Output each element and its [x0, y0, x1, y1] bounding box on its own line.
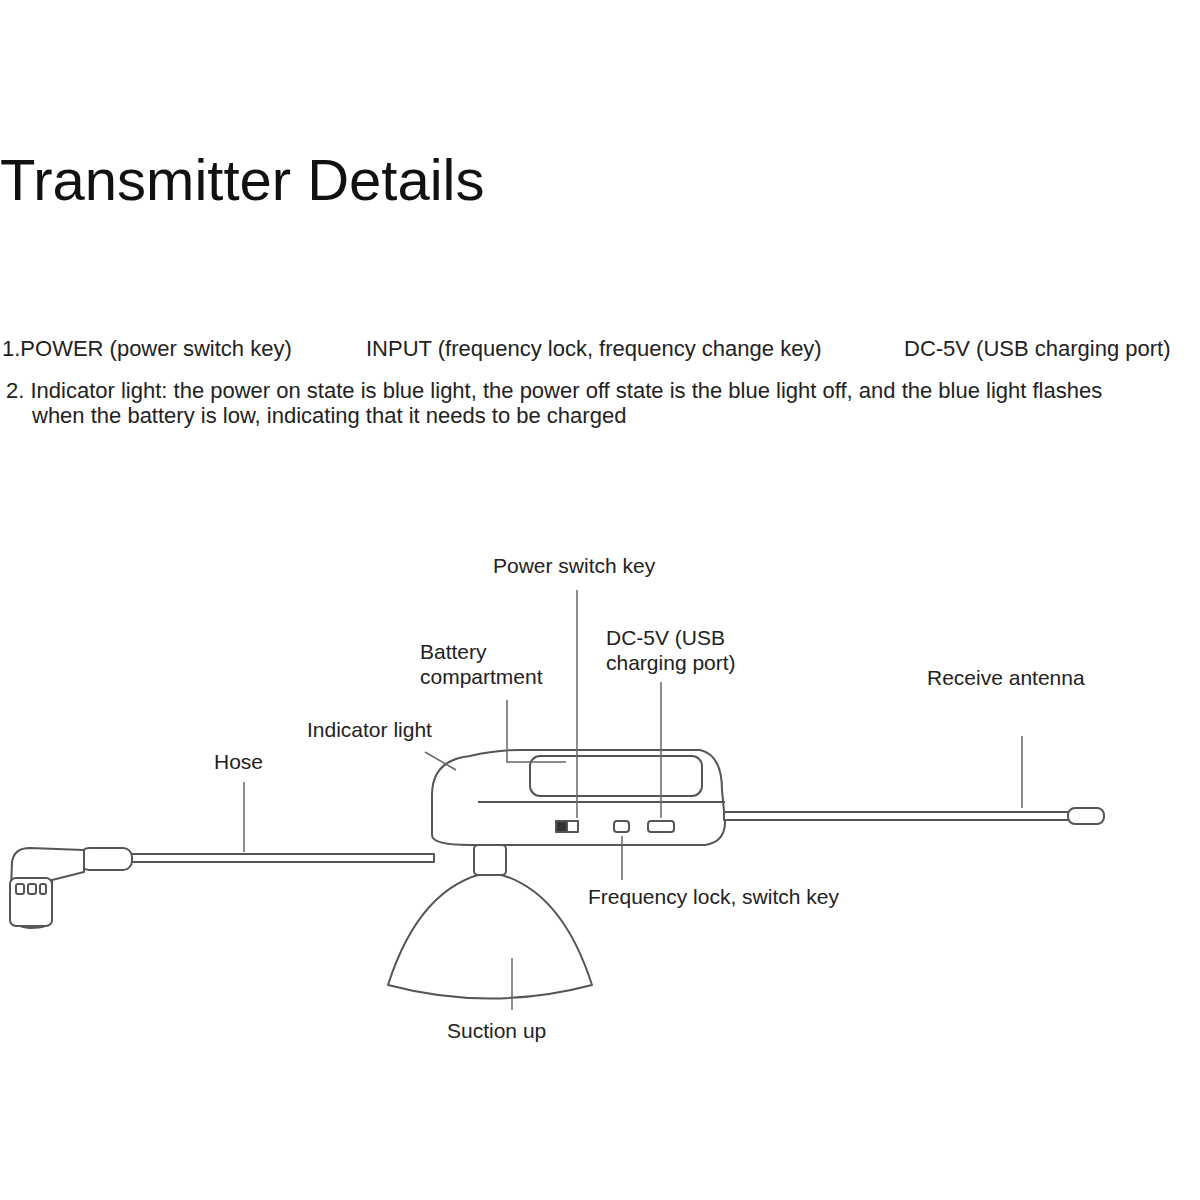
leader-line: [576, 590, 578, 818]
part-label: Hose: [214, 749, 294, 774]
leader-line: [621, 836, 623, 880]
part-label: Indicator light: [307, 717, 467, 742]
page-title: Transmitter Details: [0, 146, 485, 213]
leader-line: [511, 958, 513, 1010]
leader-line: [660, 682, 662, 818]
leader-line: [425, 752, 456, 770]
leader-line: [507, 700, 566, 762]
spec-line: 1.POWER (power switch key): [2, 336, 342, 361]
hose: [128, 854, 434, 862]
plug-barrel: [10, 878, 52, 926]
plug-slot: [40, 884, 46, 894]
part-label: Receive antenna: [927, 665, 1127, 690]
frequency-button: [614, 821, 629, 832]
transmitter-housing: [432, 750, 725, 845]
spec-note: 2. Indicator light: the power on state i…: [6, 378, 1156, 428]
plug-slot: [28, 884, 36, 894]
leader-line: [243, 782, 245, 852]
part-label: Frequency lock, switch key: [588, 884, 888, 909]
spec-line: INPUT (frequency lock, frequency change …: [366, 336, 886, 361]
suction-cup: [388, 872, 592, 999]
usb-port: [648, 821, 674, 832]
part-label: Power switch key: [493, 553, 713, 578]
spec-line: DC-5V (USB charging port): [904, 336, 1196, 361]
part-label: DC-5V (USB charging port): [606, 625, 771, 675]
power-switch: [556, 821, 578, 832]
hose-sleeve: [80, 848, 132, 870]
plug-slot: [16, 884, 24, 894]
antenna-tip: [1068, 808, 1104, 824]
cup-stem: [474, 845, 506, 875]
plug-elbow: [10, 848, 84, 928]
part-label: Battery compartment: [420, 639, 570, 689]
housing-seam: [478, 801, 725, 803]
power-switch-slider: [556, 821, 567, 832]
part-label: Suction up: [447, 1018, 597, 1043]
leader-line: [1021, 736, 1023, 808]
antenna: [724, 812, 1070, 820]
